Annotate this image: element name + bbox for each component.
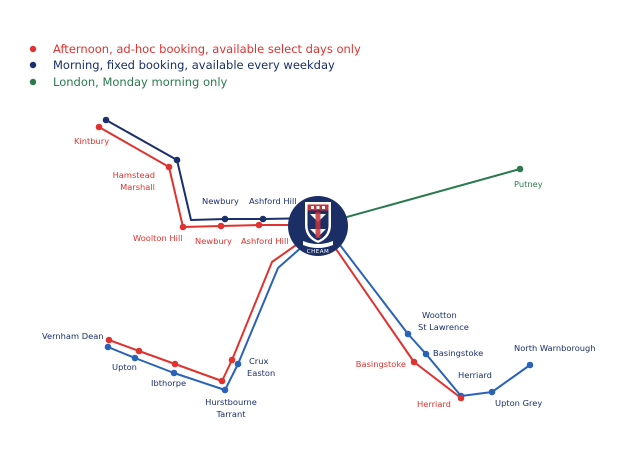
label-putney: Putney: [514, 179, 543, 189]
legend-morning-label: Morning, fixed booking, available every …: [53, 58, 335, 72]
stop-dot: [516, 165, 524, 173]
label-basingstoke-afternoon: Basingstoke: [356, 359, 406, 369]
label-wootton-st-lawrence-1: Wootton: [422, 310, 457, 320]
label-upton-grey: Upton Grey: [495, 398, 542, 408]
legend: Afternoon, ad-hoc booking, available sel…: [29, 42, 361, 89]
legend-morning-dot: [29, 61, 37, 69]
label-ibthorpe: Ibthorpe: [151, 378, 186, 388]
stop-dot: [135, 347, 143, 355]
stop-dot: [488, 388, 496, 396]
stop-dot: [422, 350, 430, 358]
stop-dot: [234, 360, 242, 368]
label-hamstead-marshall-1: Hamstead: [113, 170, 155, 180]
stop-dot: [410, 358, 418, 366]
label-woolton-hill: Woolton Hill: [133, 233, 183, 243]
label-ashford-hill-morning: Ashford Hill: [249, 196, 297, 206]
label-herriard-morning: Herriard: [458, 370, 492, 380]
stop-dot: [104, 343, 112, 351]
stop-dot: [526, 361, 534, 369]
cheam-crest-icon: [303, 202, 333, 248]
stop-dot: [255, 221, 263, 229]
label-hurstbourne-tarrant-1: Hurstbourne: [205, 397, 257, 407]
southeast-morning-route: [329, 231, 531, 397]
label-hamstead-marshall-2: Marshall: [120, 182, 155, 192]
stop-labels: Putney Kintbury Hamstead Marshall Woolto…: [42, 136, 596, 419]
label-crux-easton-1: Crux: [249, 356, 268, 366]
southwest-morning-route: [107, 237, 313, 391]
label-upton: Upton: [112, 362, 137, 372]
stop-dot: [259, 215, 267, 223]
legend-london-label: London, Monday morning only: [53, 75, 228, 89]
hub-name: CHEAM: [307, 249, 329, 255]
stop-dot: [171, 360, 179, 368]
legend-afternoon-dot: [29, 45, 37, 53]
stop-dot: [404, 330, 412, 338]
label-wootton-st-lawrence-2: St Lawrence: [418, 322, 469, 332]
label-herriard-afternoon: Herriard: [417, 399, 451, 409]
stop-dot: [105, 336, 113, 344]
stop-dot: [131, 354, 139, 362]
stop-dot: [228, 356, 236, 364]
label-kintbury: Kintbury: [74, 136, 109, 146]
legend-london-dot: [29, 78, 37, 86]
northwest-morning-route: [105, 119, 319, 221]
stop-dot: [165, 163, 173, 171]
stop-dot: [173, 156, 181, 164]
stop-dot: [170, 369, 178, 377]
label-hurstbourne-tarrant-2: Tarrant: [215, 409, 246, 419]
stop-dots: [95, 116, 534, 402]
label-crux-easton-2: Easton: [247, 368, 275, 378]
label-vernham-dean: Vernham Dean: [42, 331, 104, 341]
stop-dot: [95, 123, 103, 131]
label-ashford-hill-afternoon: Ashford Hill: [241, 236, 289, 246]
stop-dot: [217, 222, 225, 230]
stop-dot: [457, 394, 465, 402]
label-north-warnborough: North Warnborough: [514, 343, 596, 353]
label-newbury-afternoon: Newbury: [195, 236, 232, 246]
stop-dot: [218, 377, 226, 385]
stop-dot: [179, 223, 187, 231]
cheam-hub: CHEAM: [288, 196, 348, 256]
legend-afternoon-label: Afternoon, ad-hoc booking, available sel…: [53, 42, 361, 56]
stop-dot: [221, 386, 229, 394]
stop-dot: [102, 116, 110, 124]
stop-dot: [221, 215, 229, 223]
northwest-afternoon-route: [98, 126, 319, 228]
label-newbury-morning: Newbury: [202, 196, 239, 206]
label-basingstoke-morning: Basingstoke: [433, 348, 483, 358]
london-route: [317, 168, 521, 226]
